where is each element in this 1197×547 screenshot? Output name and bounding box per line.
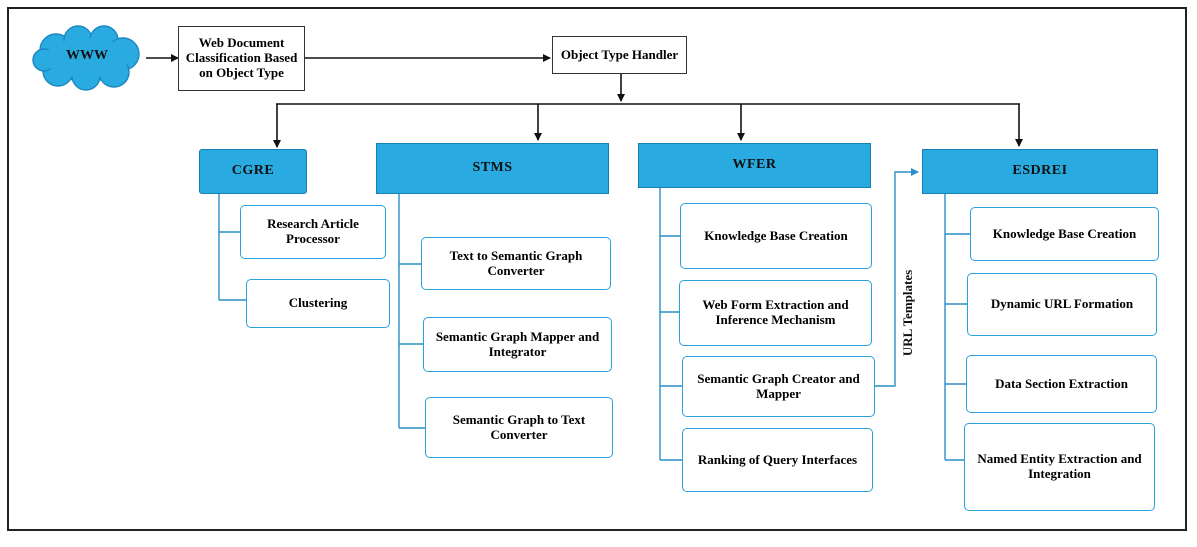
stms-item-text-to-graph: Text to Semantic Graph Converter [421, 237, 611, 290]
wfer-item-knowledge-base: Knowledge Base Creation [680, 203, 872, 269]
url-templates-link [875, 168, 919, 387]
esdrei-item-dynamic-url: Dynamic URL Formation [967, 273, 1157, 336]
cgre-header: CGRE [199, 149, 307, 194]
cgre-item-clustering: Clustering [246, 279, 390, 328]
stms-item-graph-to-text: Semantic Graph to Text Converter [425, 397, 613, 458]
esdrei-item-named-entity: Named Entity Extraction and Integration [964, 423, 1155, 511]
wfer-item-graph-creator: Semantic Graph Creator and Mapper [682, 356, 875, 417]
www-cloud [32, 25, 140, 91]
www-label: WWW [66, 48, 108, 63]
esdrei-tree [944, 194, 970, 461]
wfer-header: WFER [638, 143, 871, 188]
stms-item-graph-mapper: Semantic Graph Mapper and Integrator [423, 317, 612, 372]
wfer-tree [659, 188, 682, 461]
handler-box: Object Type Handler [552, 36, 687, 74]
url-templates-label: URL Templates [900, 269, 915, 357]
diagram-frame [7, 7, 1187, 531]
cgre-item-research-article-processor: Research Article Processor [240, 205, 386, 259]
esdrei-item-data-section: Data Section Extraction [966, 355, 1157, 413]
esdrei-header: ESDREI [922, 149, 1158, 194]
stms-header: STMS [376, 143, 609, 194]
cgre-tree [218, 194, 246, 301]
classification-box: Web Document Classification Based on Obj… [178, 26, 305, 91]
esdrei-item-knowledge-base: Knowledge Base Creation [970, 207, 1159, 261]
wfer-item-ranking: Ranking of Query Interfaces [682, 428, 873, 492]
wfer-item-web-form-extraction: Web Form Extraction and Inference Mechan… [679, 280, 872, 346]
stms-tree [398, 194, 425, 429]
